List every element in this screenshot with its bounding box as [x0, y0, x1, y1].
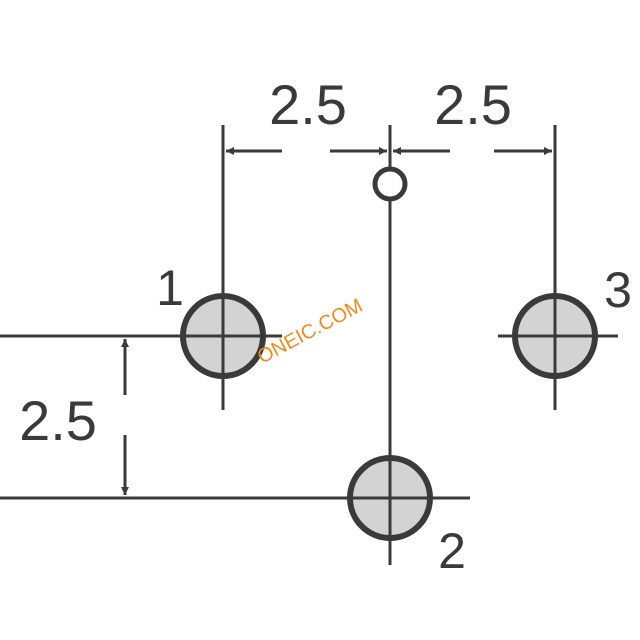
pad-1 — [180, 293, 266, 379]
pad-3 — [512, 293, 598, 379]
dim-left-vertical-label: 2.5 — [19, 389, 97, 452]
small-hole-icon — [372, 166, 408, 202]
dim-top-right-label: 2.5 — [434, 73, 512, 136]
watermark-text: ONEIC.COM — [254, 295, 366, 369]
pad-2 — [347, 455, 433, 541]
dim-top-left-label: 2.5 — [269, 73, 347, 136]
pin1-label: 1 — [156, 260, 184, 316]
pin2-label: 2 — [438, 523, 466, 579]
pin3-label: 3 — [604, 262, 632, 318]
